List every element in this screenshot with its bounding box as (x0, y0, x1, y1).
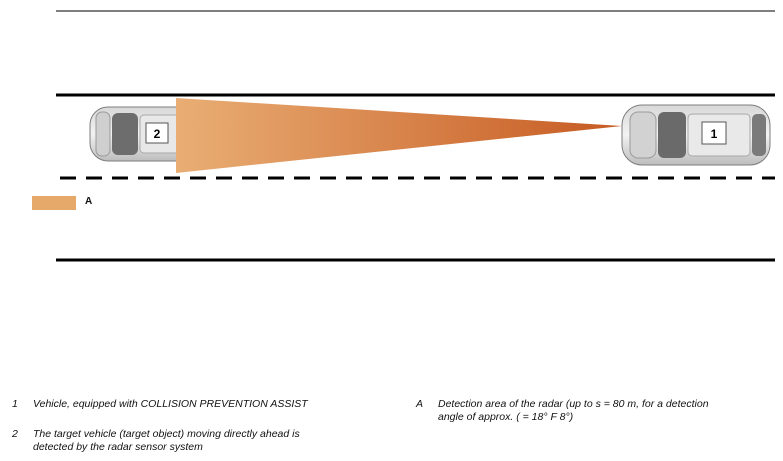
caption-a-line2: angle of approx. ( = 18° F 8°) (438, 411, 574, 423)
caption-1-text: Vehicle, equipped with COLLISION PREVENT… (33, 398, 308, 410)
target-vehicle-label: 2 (154, 127, 161, 141)
caption-a-key: A (416, 398, 424, 410)
caption-1-key: 1 (12, 398, 18, 410)
caption-2-line1: The target vehicle (target object) movin… (33, 428, 300, 440)
equipped-vehicle: 1 (621, 104, 771, 166)
legend-key-a: A (85, 196, 93, 207)
caption-a-line1: Detection area of the radar (up to s = 8… (438, 398, 709, 410)
caption-2-key: 2 (12, 428, 18, 440)
equipped-vehicle-label: 1 (711, 127, 718, 141)
legend-swatch-detection-area (32, 196, 76, 210)
caption-2-line2: detected by the radar sensor system (33, 441, 203, 453)
radar-detection-area (176, 98, 622, 173)
